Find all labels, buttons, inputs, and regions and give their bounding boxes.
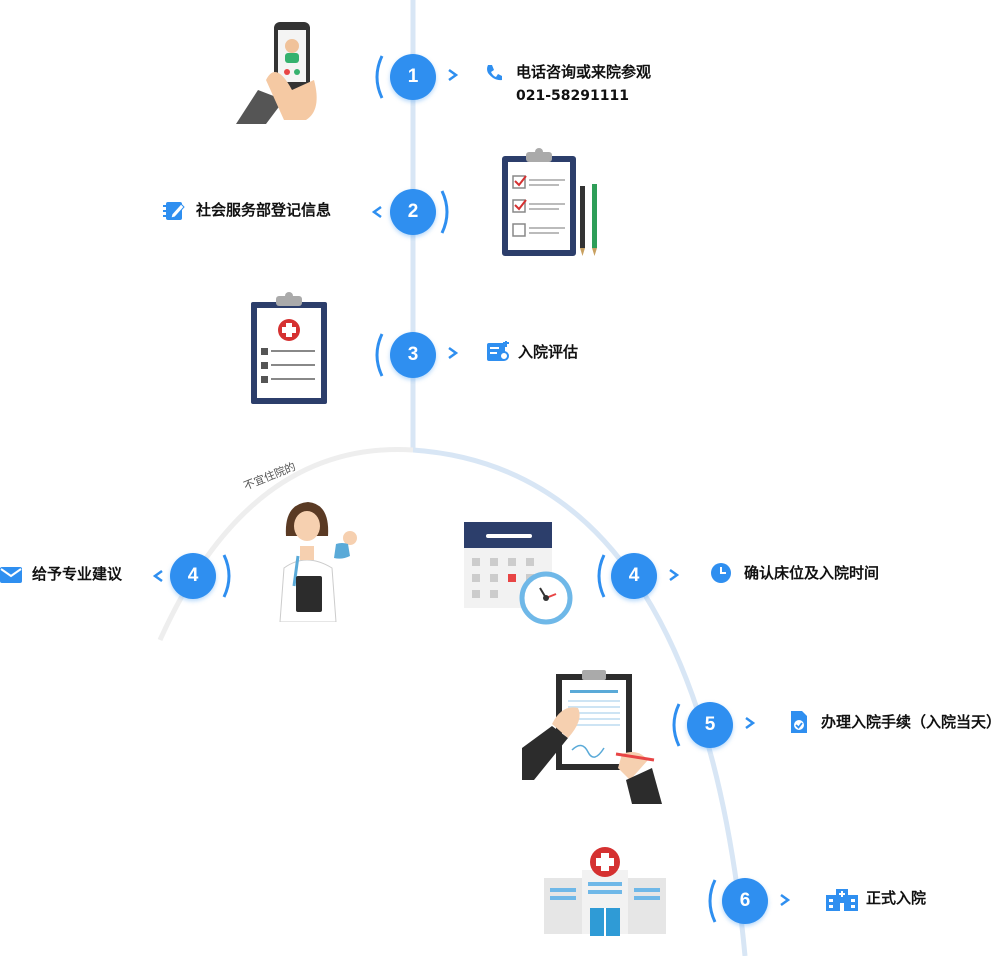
step4-advice-number: 4 [170, 553, 216, 599]
step1-label: 电话咨询或来院参观 [516, 63, 652, 81]
step4-confirm-number: 4 [611, 553, 657, 599]
doctor-illustration [276, 496, 366, 626]
step3-chevron-icon [448, 346, 459, 360]
step2-right-arc [440, 190, 449, 234]
step5-number: 5 [687, 702, 733, 748]
step4-advice-chevron-icon [152, 569, 163, 583]
phone-number: 021-58291111 [516, 88, 629, 104]
checklist-clipboard-illustration [500, 146, 605, 262]
register-book-icon [163, 202, 185, 220]
document-check-icon [791, 711, 807, 733]
step4-advice-label: 给予专业建议 [32, 565, 123, 583]
step6-left-arc [708, 879, 717, 923]
step5-left-arc [672, 703, 681, 747]
step3-number: 3 [390, 332, 436, 378]
step2-chevron-icon [371, 205, 382, 219]
phone-hand-illustration [236, 20, 326, 128]
step5-chevron-icon [745, 716, 756, 730]
step4-confirm-chevron-icon [669, 568, 680, 582]
step4-confirm-label: 确认床位及入院时间 [744, 564, 880, 582]
step4-advice-right-arc [222, 554, 231, 598]
step3-left-arc [375, 333, 384, 377]
signing-document-illustration [522, 668, 662, 808]
hospital-icon [826, 889, 858, 911]
step2-number: 2 [390, 189, 436, 235]
hospital-building-illustration [544, 846, 666, 942]
advice-mail-icon [0, 567, 22, 583]
step3-label: 入院评估 [518, 343, 579, 361]
step4-confirm-left-arc [597, 554, 606, 598]
phone-icon [487, 65, 502, 81]
assessment-form-icon [487, 341, 509, 361]
step2-label: 社会服务部登记信息 [196, 201, 332, 219]
step1-left-arc [375, 55, 384, 99]
calendar-clock-illustration [464, 520, 574, 630]
step1-number: 1 [390, 54, 436, 100]
medical-clipboard-illustration [249, 290, 329, 410]
clock-icon [711, 563, 731, 583]
step6-label: 正式入院 [866, 889, 927, 907]
step6-chevron-icon [780, 893, 791, 907]
step6-number: 6 [722, 878, 768, 924]
step1-chevron-icon [448, 68, 459, 82]
step5-label: 办理入院手续（入院当天） [821, 713, 1000, 731]
